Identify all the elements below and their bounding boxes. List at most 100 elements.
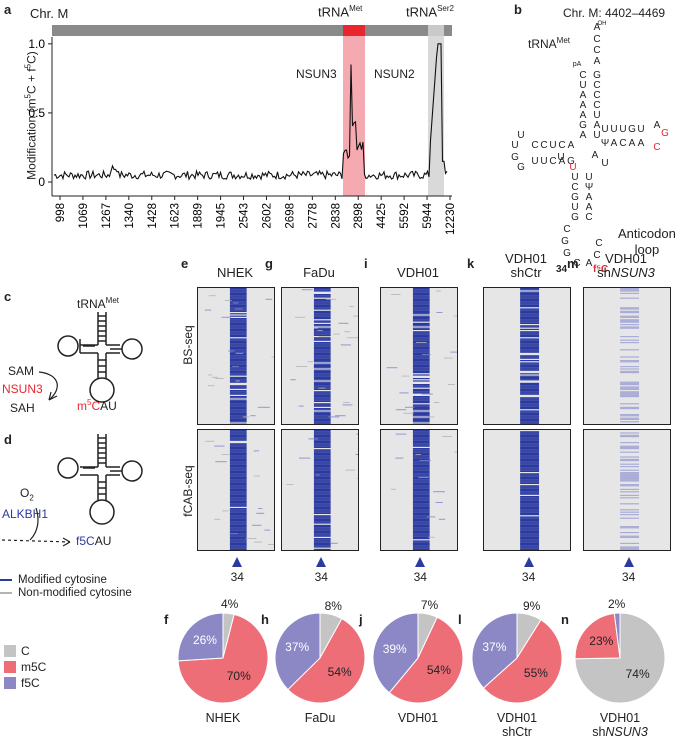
modified-cell: [314, 294, 331, 295]
modified-cell: [520, 458, 539, 459]
modified-cell: [620, 384, 639, 385]
modified-cell: [520, 415, 539, 416]
nucleotide-label: U: [569, 162, 576, 173]
modified-cell: [413, 421, 430, 422]
modified-cell: [620, 408, 639, 409]
noise-cell: [391, 294, 401, 295]
modified-cell: [413, 412, 430, 413]
modified-cell: [230, 516, 247, 517]
modified-cell: [230, 525, 247, 526]
heatmap-title-line1: VDH01: [563, 252, 685, 266]
modified-cell: [413, 514, 430, 515]
modified-cell: [413, 530, 430, 531]
modified-cell: [620, 526, 639, 527]
modified-cell: [620, 322, 639, 323]
modified-cell: [520, 470, 539, 471]
modified-cell: [620, 476, 639, 477]
modified-cell: [413, 366, 430, 367]
nucleotide-label: G: [661, 128, 669, 139]
modified-cell: [413, 414, 430, 415]
modified-cell: [413, 504, 430, 505]
noise-cell: [334, 334, 340, 335]
modified-cell: [520, 412, 539, 413]
modified-cell: [314, 346, 331, 347]
modified-cell: [520, 406, 539, 407]
modified-cell: [413, 307, 430, 308]
modified-cell: [413, 419, 430, 420]
modified-cell: [230, 415, 247, 416]
nucleotide-label: U: [531, 156, 538, 167]
modified-cell: [230, 300, 247, 301]
modified-cell: [230, 313, 247, 314]
heatmap-bs: [483, 287, 571, 425]
modified-cell: [314, 491, 331, 492]
modified-cell: [520, 312, 539, 313]
modified-cell: [314, 458, 331, 459]
modified-cell: [314, 539, 331, 540]
pie-slice-label: 39%: [377, 642, 413, 656]
modified-cell: [230, 500, 247, 501]
noise-cell: [444, 358, 453, 359]
modified-cell: [520, 366, 539, 367]
modified-cell: [314, 526, 331, 527]
modified-cell: [620, 389, 639, 390]
modified-cell: [314, 518, 331, 519]
modified-cell: [230, 330, 247, 331]
modified-cell: [230, 527, 247, 528]
noise-cell: [212, 377, 218, 378]
modified-cell: [520, 295, 539, 296]
modified-cell: [413, 458, 430, 459]
pie-chart: [573, 611, 667, 705]
modified-cell: [314, 359, 331, 360]
modified-cell: [314, 382, 331, 383]
noise-cell: [427, 516, 436, 517]
modified-cell: [620, 549, 639, 550]
pie-legend-label: f5C: [21, 676, 40, 690]
noise-cell: [436, 290, 441, 291]
modified-cell: [413, 350, 430, 351]
heatmap-cells: [381, 430, 457, 550]
modified-cell: [520, 305, 539, 306]
modified-cell: [413, 549, 430, 550]
modified-cell: [520, 468, 539, 469]
modified-cell: [413, 374, 430, 375]
noise-cell: [343, 402, 350, 403]
modified-cell: [230, 506, 247, 507]
modified-cell: [314, 502, 331, 503]
modified-cell: [314, 364, 331, 365]
modified-cell: [314, 386, 331, 387]
modified-cell: [520, 302, 539, 303]
modified-cell: [314, 431, 331, 432]
position-34-marker: [624, 557, 634, 567]
modified-cell: [314, 343, 331, 344]
modified-cell: [620, 460, 639, 461]
modified-cell: [314, 501, 331, 502]
modified-cell: [620, 342, 639, 343]
noise-cell: [243, 416, 250, 417]
modified-cell: [520, 435, 539, 436]
modified-cell: [314, 454, 331, 455]
modified-cell: [314, 472, 331, 473]
modified-cell: [314, 314, 331, 315]
modified-cell: [620, 543, 639, 544]
pie-name: FaDu: [280, 711, 360, 725]
modified-cell: [230, 318, 247, 319]
heatmap-title-line1: VDH01: [360, 266, 476, 280]
modified-cell: [413, 323, 430, 324]
modified-cell: [314, 320, 331, 321]
modified-cell: [520, 320, 539, 321]
nucleotide-label: U: [601, 124, 608, 135]
modified-cell: [520, 306, 539, 307]
modified-cell: [520, 509, 539, 510]
modified-cell: [620, 372, 639, 373]
heatmap-fcab: [483, 429, 571, 551]
modified-cell: [230, 459, 247, 460]
modified-cell: [230, 288, 247, 289]
modified-cell: [314, 432, 331, 433]
modified-cell: [520, 503, 539, 504]
modified-cell: [230, 490, 247, 491]
pie-chart: [470, 611, 564, 705]
modified-cell: [314, 533, 331, 534]
nucleotide-label: C: [540, 140, 547, 151]
modified-cell: [314, 513, 331, 514]
